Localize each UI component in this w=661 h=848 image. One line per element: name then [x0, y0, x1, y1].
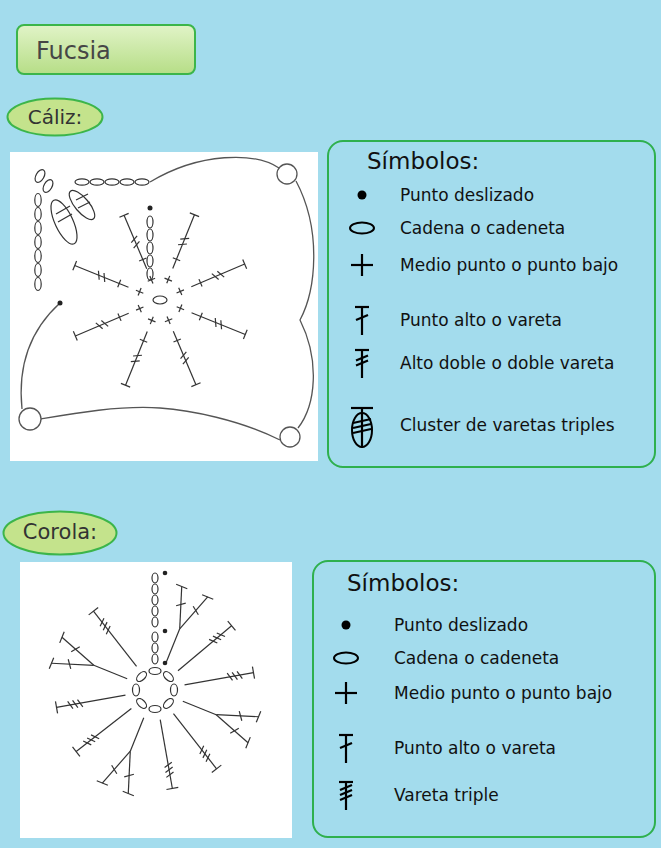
symbols-panel: Símbolos: Punto deslizadoCadena o cadenet…	[312, 560, 656, 838]
legend-text: Punto deslizado	[400, 185, 534, 205]
legend-symbol	[324, 770, 368, 820]
symbol-stroke	[353, 429, 371, 433]
slip-stitch-dot	[163, 571, 168, 576]
calyx-outline	[19, 157, 314, 447]
ellipse-shape	[4, 512, 117, 555]
title-text: Fucsia	[36, 37, 111, 66]
section-label: Corola:	[2, 510, 118, 556]
legend-symbol	[340, 338, 384, 388]
slip-stitch-dot	[58, 301, 63, 306]
legend-symbol	[340, 295, 384, 345]
symbol-dot	[342, 621, 351, 630]
legend-symbol	[324, 633, 368, 683]
symbol-oval	[352, 413, 372, 447]
symbol-stroke	[340, 790, 352, 795]
symbol-stroke	[340, 785, 352, 790]
symbol-stroke	[339, 781, 353, 783]
symbol-stroke	[356, 315, 368, 320]
legend-text: Punto alto o vareta	[394, 738, 556, 758]
symbol-stroke	[340, 743, 352, 748]
legend-text: Medio punto o punto bajo	[400, 255, 618, 275]
legend-text: Vareta triple	[394, 785, 499, 805]
slip-stitch-dot	[163, 661, 168, 666]
symbol-oval	[350, 223, 374, 234]
legend-symbol	[324, 668, 368, 718]
chart-panel	[10, 152, 318, 461]
corolla-stitches	[49, 573, 261, 796]
legend-text: Punto deslizado	[394, 615, 528, 635]
legend-symbol	[340, 203, 384, 253]
legend-text: Cadena o cadeneta	[400, 218, 565, 238]
symbol-stroke	[353, 419, 371, 423]
legend-text: Cadena o cadeneta	[394, 648, 559, 668]
symbol-stroke	[353, 424, 371, 428]
legend-symbol	[340, 170, 384, 220]
symbol-dot	[358, 191, 367, 200]
slip-stitch-dot	[148, 206, 153, 211]
legend-text: Punto alto o vareta	[400, 310, 562, 330]
panel-heading: Símbolos:	[367, 148, 479, 176]
legend-text: Cluster de varetas triples	[400, 415, 615, 435]
legend-text: Medio punto o punto bajo	[394, 683, 612, 703]
symbol-stroke	[339, 734, 353, 736]
legend-symbol	[324, 600, 368, 650]
slip-stitch-dot	[163, 629, 168, 634]
calyx-stitches	[33, 168, 247, 387]
panel-heading: Símbolos:	[347, 570, 459, 598]
symbol-stroke	[345, 682, 347, 704]
legend-symbol	[340, 400, 384, 450]
symbol-stroke	[340, 795, 352, 800]
ellipse-shape	[8, 99, 103, 136]
symbol-stroke	[356, 361, 368, 366]
symbol-stroke	[355, 306, 369, 308]
section-label-text: Corola:	[23, 520, 97, 545]
symbol-stroke	[361, 307, 363, 335]
symbols-panel: Símbolos: Punto deslizadoCadena o cadenet…	[327, 140, 656, 468]
title-box: Fucsia	[16, 24, 196, 75]
legend-symbol	[340, 240, 384, 290]
symbol-stroke	[356, 356, 368, 361]
symbol-oval	[334, 653, 358, 664]
legend-text: Alto doble o doble vareta	[400, 353, 614, 373]
symbol-stroke	[361, 254, 363, 276]
legend-symbol	[324, 723, 368, 773]
symbol-stroke	[355, 349, 369, 351]
chart-panel	[20, 562, 292, 838]
section-label: Cáliz:	[6, 97, 104, 137]
symbol-stroke	[345, 735, 347, 763]
section-label-text: Cáliz:	[28, 105, 83, 129]
